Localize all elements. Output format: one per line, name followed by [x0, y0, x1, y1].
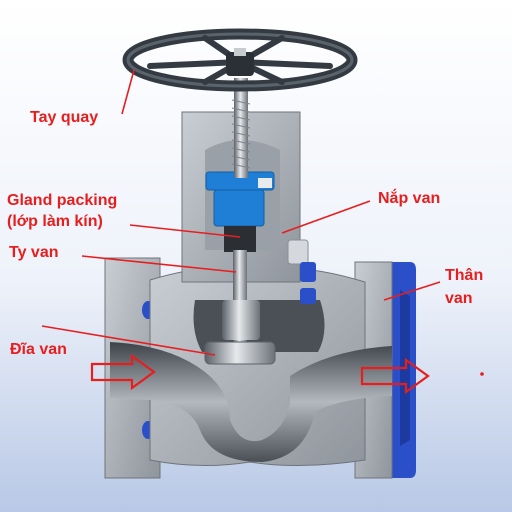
flow-arrow-icon	[90, 353, 156, 391]
bonnet-nut	[300, 262, 316, 282]
label-disc: Đĩa van	[10, 341, 67, 358]
label-bonnet: Nắp van	[378, 190, 441, 207]
valve-disc	[204, 300, 276, 365]
label-body-line1: Thân	[445, 267, 484, 284]
bonnet-nut	[300, 288, 316, 304]
dot-marker	[480, 372, 484, 376]
flow-passage	[110, 342, 392, 462]
label-gland-packing: Gland packing	[7, 192, 118, 209]
label-stem: Ty van	[9, 244, 59, 261]
leader-lines	[41, 69, 441, 356]
label-handwheel: Tay quay	[30, 109, 99, 126]
flow-arrow-icon	[360, 357, 430, 395]
handwheel	[122, 28, 358, 92]
valve-body	[110, 267, 392, 467]
label-gland-packing-note: (lớp làm kín)	[7, 213, 103, 230]
label-body-line2: van	[445, 290, 473, 307]
bonnet-bolt	[287, 239, 309, 265]
